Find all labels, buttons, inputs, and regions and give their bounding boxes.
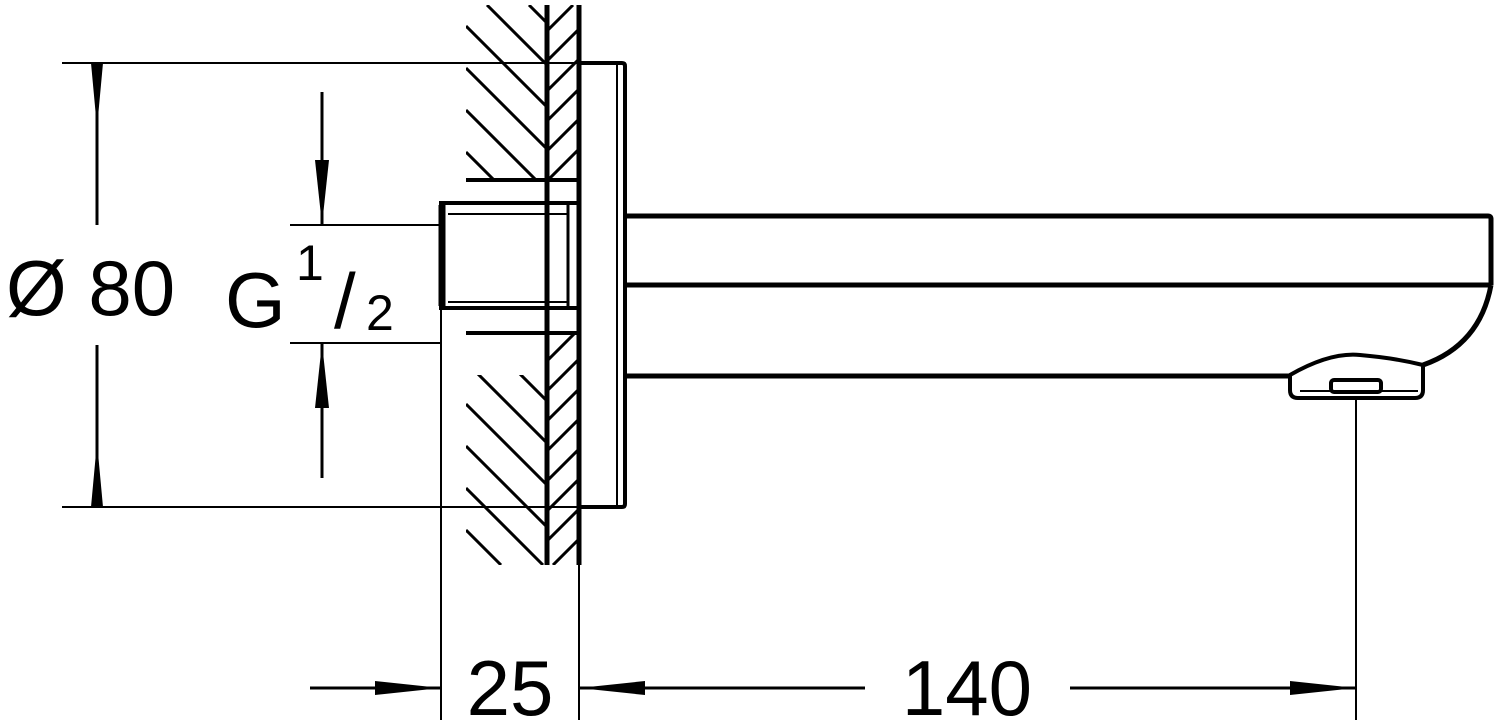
hatch-line [547, 238, 578, 273]
wall-rosette [579, 61, 627, 509]
diameter-label: Ø 80 [6, 244, 175, 332]
hatch-line [547, 58, 578, 93]
hatch-line [466, 486, 545, 565]
hatch-line [547, 388, 578, 423]
hatch-line [551, 538, 578, 565]
hatch-line [547, 268, 578, 303]
hatch-line [485, 5, 547, 86]
hatch-line [547, 508, 578, 543]
thread-fraction-numerator: 1 [296, 235, 324, 291]
hatch-line [547, 28, 578, 63]
hatch-line [547, 148, 578, 183]
hatch-line [466, 444, 547, 548]
hatch-line [547, 178, 578, 213]
spout-body [625, 213, 1494, 400]
thread-connector [438, 201, 581, 310]
thread-fraction-slash: / [334, 257, 356, 345]
hatch-line [527, 5, 547, 44]
hatch-line [466, 192, 547, 296]
hatch-line [547, 418, 578, 453]
hatch-line [466, 24, 547, 128]
hatch-line [466, 66, 547, 170]
hatch-line [547, 88, 578, 123]
hatch-line [466, 108, 547, 212]
depth-label: 25 [467, 644, 554, 728]
hatch-line [466, 528, 503, 565]
hatch-line [466, 360, 547, 464]
hatch-line [547, 5, 575, 33]
hatch-line [466, 234, 547, 338]
hatch-line [466, 276, 547, 380]
hatch-line [547, 298, 578, 333]
hatch-line [547, 328, 578, 363]
hatch-line [547, 448, 578, 483]
thread-fraction-denominator: 2 [366, 285, 394, 341]
hatch-line [547, 478, 578, 513]
hatch-line [547, 358, 578, 393]
projection-label: 140 [902, 644, 1032, 728]
thread-label: G [225, 256, 286, 344]
hatch-line [547, 118, 578, 153]
wall-section [466, 5, 582, 565]
thread-dimension [315, 92, 329, 478]
bottom-dimension-lines [310, 681, 1356, 695]
extension-lines [62, 62, 1357, 720]
hatch-line [466, 402, 547, 506]
diameter-dimension [91, 63, 103, 507]
